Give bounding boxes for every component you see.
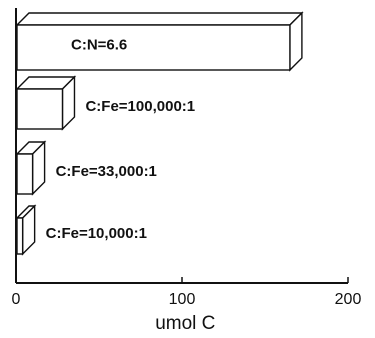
bar-front-face xyxy=(16,217,24,255)
bar-label-3: C:Fe=33,000:1 xyxy=(56,163,157,180)
bar-front-face xyxy=(16,88,64,130)
bar-label-4: C:Fe=10,000:1 xyxy=(46,225,147,242)
x-ticks-group: 0 100 200 xyxy=(12,277,362,308)
bar-label-1: C:N=6.6 xyxy=(71,36,127,53)
x-tick-label: 0 xyxy=(12,291,21,308)
x-tick-label: 200 xyxy=(335,291,362,308)
bars-group xyxy=(15,11,304,256)
bar-4 xyxy=(15,204,37,256)
x-axis-title: umol C xyxy=(155,313,215,334)
bar-labels-group: C:N=6.6C:Fe=100,000:1C:Fe=33,000:1C:Fe=1… xyxy=(46,36,195,242)
bar-2 xyxy=(15,75,77,131)
bar-front-face xyxy=(16,153,34,195)
x-tick-label: 100 xyxy=(169,291,196,308)
bar-top-face xyxy=(15,12,304,26)
bar-1 xyxy=(15,11,304,72)
bar-label-2: C:Fe=100,000:1 xyxy=(85,98,195,115)
bar-3 xyxy=(15,140,47,196)
bar-front-face xyxy=(16,24,291,71)
